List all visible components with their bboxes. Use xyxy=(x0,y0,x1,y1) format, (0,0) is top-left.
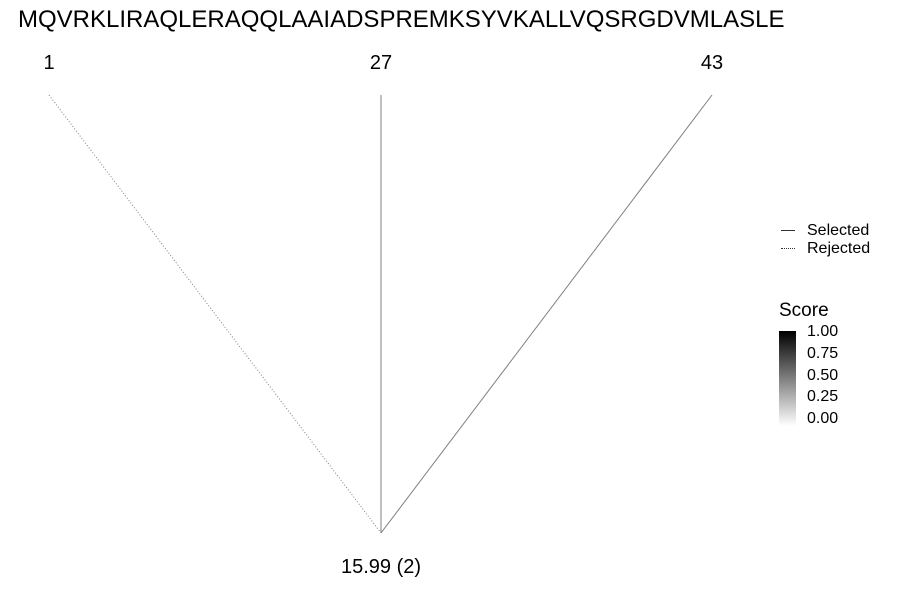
mass-shift-label: 15.99 (2) xyxy=(340,556,422,578)
legend-label-selected: Selected xyxy=(807,222,870,239)
linetype-legend: Selected Rejected xyxy=(778,222,888,262)
score-tick-0-50: 0.50 xyxy=(807,367,839,384)
score-gradient-bar xyxy=(779,331,796,426)
score-legend-title: Score xyxy=(779,300,829,321)
edge-position-1-rejected xyxy=(48,94,382,534)
legend-item-selected: Selected xyxy=(778,222,888,240)
dotted-line-icon xyxy=(781,248,795,249)
position-label-1: 1 xyxy=(43,52,55,74)
score-legend: Score 1.00 0.75 0.50 0.25 0.00 xyxy=(779,300,889,430)
position-label-27: 27 xyxy=(369,52,393,74)
legend-label-rejected: Rejected xyxy=(807,240,871,257)
score-tick-0-25: 0.25 xyxy=(807,388,839,405)
edge-position-43-selected xyxy=(380,94,713,534)
score-tick-1-00: 1.00 xyxy=(807,323,839,340)
legend-item-rejected: Rejected xyxy=(778,240,888,258)
peptide-sequence: MQVRKLIRAQLERAQQLAAIADSPREMKSYVKALLVQSRG… xyxy=(18,6,785,33)
score-tick-0-00: 0.00 xyxy=(807,410,839,427)
solid-line-icon xyxy=(781,230,795,231)
score-tick-0-75: 0.75 xyxy=(807,345,839,362)
position-label-43: 43 xyxy=(700,52,724,74)
